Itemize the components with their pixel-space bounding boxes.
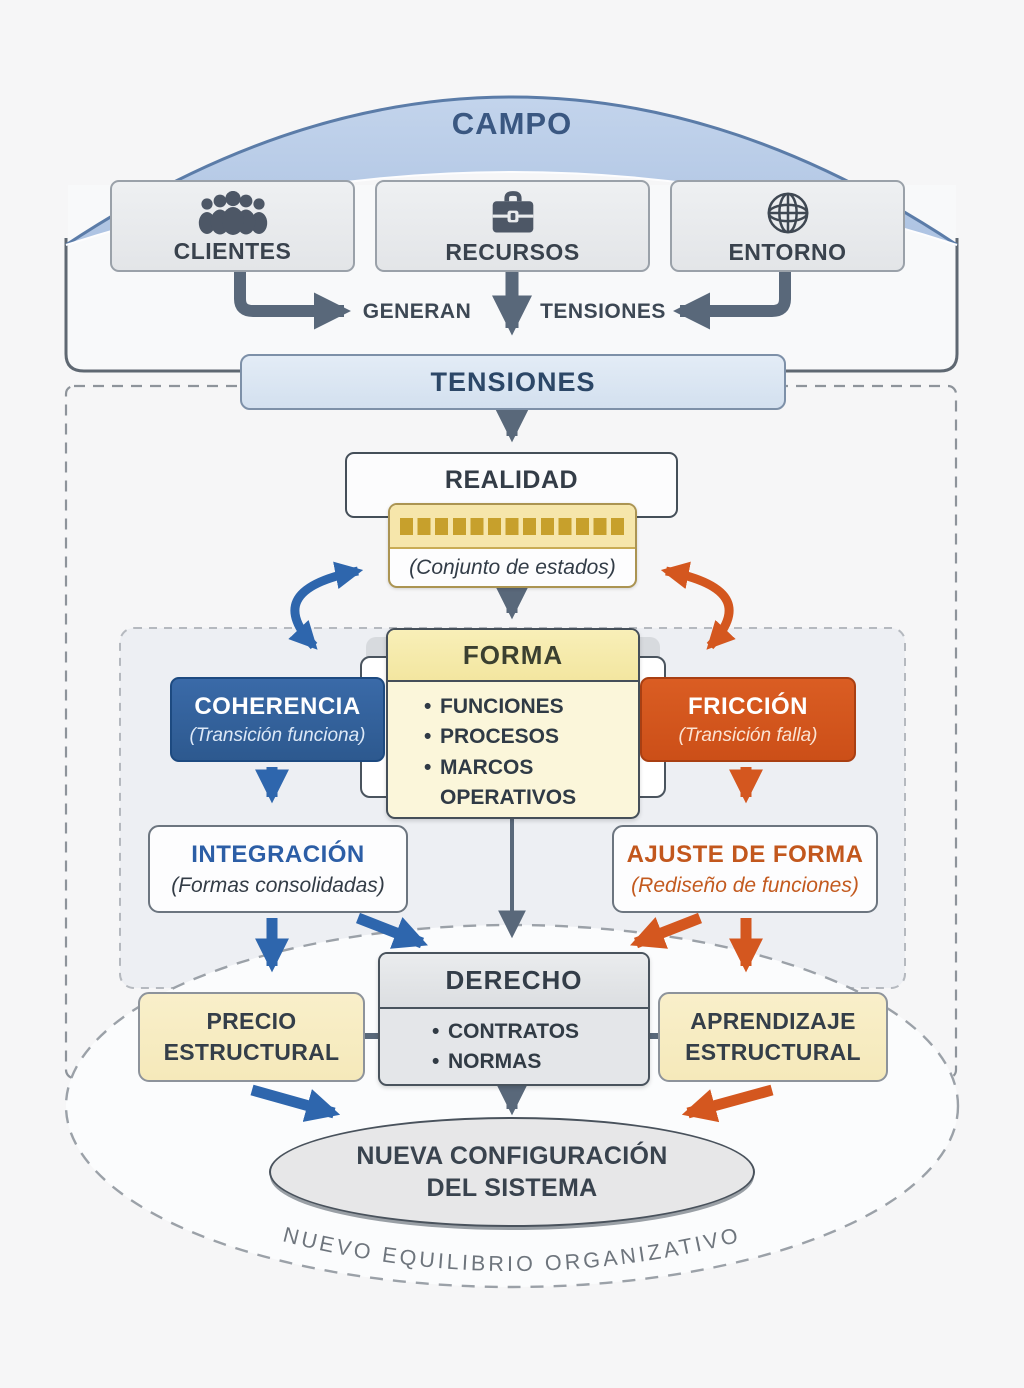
resultado-line2: DEL SISTEMA: [426, 1174, 598, 1202]
arrow-friccion-loop: [660, 561, 736, 650]
globe-icon: [767, 192, 808, 234]
arrow-precio-resultado: [250, 1084, 341, 1122]
arrow-entorno-tensiones: [673, 271, 791, 330]
arrow-ajuste-derecho: [630, 912, 703, 949]
recursos-label: RECURSOS: [445, 239, 580, 265]
arrow-aprendizaje-resultado: [681, 1084, 774, 1123]
tensiones-word-label: TENSIONES: [540, 300, 666, 323]
blue-arrows: [250, 561, 428, 1122]
derecho-item: CONTRATOS: [432, 1017, 628, 1048]
ajuste-box: AJUSTE DE FORMA (Rediseño de funciones): [612, 825, 878, 913]
integracion-box: INTEGRACIÓN (Formas consolidadas): [148, 825, 408, 913]
forma-item: MARCOS OPERATIVOS: [424, 753, 615, 814]
aprendizaje-line2: ESTRUCTURAL: [685, 1039, 861, 1065]
forma-list: FUNCIONES PROCESOS MARCOS OPERATIVOS: [388, 692, 638, 814]
people-icon: [198, 191, 267, 235]
entorno-label: ENTORNO: [728, 239, 847, 265]
entorno-box: ENTORNO: [670, 180, 905, 272]
arrow-coherencia-loop: [288, 561, 364, 650]
estado-strip-squares: [400, 517, 625, 535]
resultado-line1: NUEVA CONFIGURACIÓN: [356, 1141, 668, 1170]
tensiones-bar-label: TENSIONES: [430, 366, 596, 397]
precio-line1: PRECIO: [206, 1007, 297, 1034]
precio-estructural-box: PRECIO ESTRUCTURAL: [138, 992, 365, 1082]
arrow-clientes-generan: [234, 271, 351, 330]
recursos-box: RECURSOS: [375, 180, 650, 272]
coherencia-subtitle: (Transición funciona): [189, 724, 366, 746]
integracion-subtitle: (Formas consolidadas): [171, 873, 385, 897]
resultado-ellipse: NUEVA CONFIGURACIÓN DEL SISTEMA: [269, 1117, 755, 1227]
clientes-label: CLIENTES: [173, 238, 292, 264]
friccion-box: FRICCIÓN (Transición falla): [640, 677, 856, 762]
aprendizaje-estructural-box: APRENDIZAJE ESTRUCTURAL: [658, 992, 888, 1082]
tensiones-bar: TENSIONES: [240, 354, 786, 410]
derecho-list: CONTRATOS NORMAS: [380, 1017, 648, 1078]
coherencia-title: COHERENCIA: [194, 692, 361, 720]
estado-strip: (Conjunto de estados): [388, 503, 637, 588]
integracion-title: INTEGRACIÓN: [191, 840, 365, 868]
realidad-title: REALIDAD: [444, 466, 579, 494]
friccion-title: FRICCIÓN: [688, 692, 808, 720]
orange-arrows: [630, 561, 774, 1123]
forma-item: PROCESOS: [424, 722, 615, 753]
derecho-title: DERECHO: [380, 954, 648, 1009]
forma-title: FORMA: [388, 630, 638, 682]
ajuste-title: AJUSTE DE FORMA: [626, 840, 864, 868]
clientes-box: CLIENTES: [110, 180, 355, 272]
realidad-subtitle: (Conjunto de estados): [409, 555, 616, 579]
derecho-item: NORMAS: [432, 1047, 628, 1078]
friccion-subtitle: (Transición falla): [678, 724, 818, 746]
derecho-box: DERECHO CONTRATOS NORMAS: [378, 952, 650, 1086]
precio-line2: ESTRUCTURAL: [163, 1039, 340, 1065]
forma-box: FORMA FUNCIONES PROCESOS MARCOS OPERATIV…: [386, 628, 640, 819]
campo-title: CAMPO: [451, 106, 573, 141]
generan-label: GENERAN: [362, 300, 472, 323]
ajuste-subtitle: (Rediseño de funciones): [631, 873, 859, 897]
estado-strip-band: [390, 505, 635, 549]
forma-item: FUNCIONES: [424, 692, 615, 723]
aprendizaje-line1: APRENDIZAJE: [690, 1007, 856, 1034]
coherencia-box: COHERENCIA (Transición funciona): [170, 677, 385, 762]
briefcase-icon: [492, 191, 533, 233]
arrow-integracion-derecho: [355, 912, 428, 949]
slate-arrows: [234, 271, 791, 1116]
